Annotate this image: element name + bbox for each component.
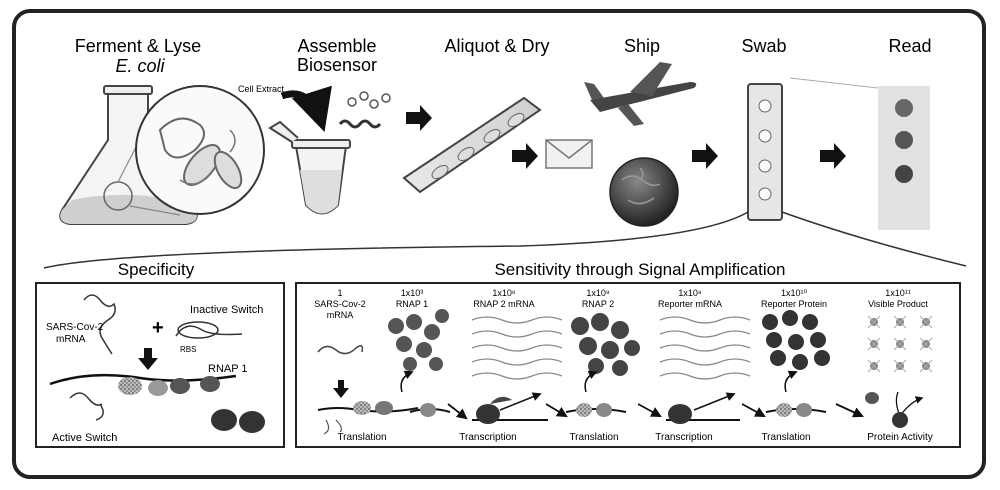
arrow-right-icon	[406, 105, 432, 131]
swab-strip	[747, 77, 879, 221]
step-subtitle: E. coli	[115, 56, 165, 76]
step-title: Aliquot & Dry	[444, 36, 549, 56]
globe-icon	[609, 157, 679, 227]
species-label: Visible Product	[868, 299, 928, 309]
inactive-switch-label: Inactive Switch	[190, 304, 263, 316]
step-title: Ferment & Lyse	[75, 36, 201, 56]
amplification-headers: 1 SARS-Cov-2 mRNA 1x10³ RNAP 1 1x10⁶ RNA…	[314, 288, 928, 320]
species-label: SARS-Cov-2	[314, 299, 366, 309]
arrow-down-icon	[138, 348, 158, 370]
step-title: Assemble	[297, 36, 376, 56]
step-subtitle: Biosensor	[297, 55, 377, 75]
read-result-strip	[878, 86, 930, 230]
flow-arrows	[406, 105, 846, 169]
count-label: 1x10³	[401, 288, 424, 298]
envelope-icon	[545, 139, 593, 169]
panel-title: Sensitivity through Signal Amplification	[494, 260, 785, 279]
arrow-right-icon	[692, 143, 718, 169]
mrna-label: SARS-Cov-2	[46, 322, 104, 333]
rbs-label: RBS	[180, 345, 196, 354]
process-label: Transcription	[655, 432, 712, 443]
species-label: Reporter Protein	[761, 299, 827, 309]
biosensor-assembly	[268, 85, 391, 215]
step-title: Read	[888, 36, 931, 56]
species-label: RNAP 2 mRNA	[473, 299, 534, 309]
transfer-arrows	[447, 403, 864, 420]
panel-title: Specificity	[118, 260, 195, 279]
arrow-right-icon	[820, 143, 846, 169]
step-title: Ship	[624, 36, 660, 56]
mrna-label: mRNA	[56, 334, 86, 345]
process-label: Translation	[337, 432, 386, 443]
count-label: 1x10⁹	[586, 288, 610, 298]
species-label: mRNA	[327, 310, 354, 320]
species-label: RNAP 2	[582, 299, 614, 309]
aliquot-strip	[402, 96, 542, 194]
count-label: 1x10¹⁰	[781, 288, 808, 298]
rnap-label: RNAP 1	[208, 363, 248, 375]
process-label: Translation	[761, 432, 810, 443]
active-switch-label: Active Switch	[52, 432, 117, 444]
process-label: Transcription	[459, 432, 516, 443]
outer-frame	[12, 9, 986, 479]
count-label: 1x10¹¹	[885, 288, 911, 298]
arrow-down-icon	[333, 380, 349, 398]
zoom-lines	[43, 211, 967, 269]
cell-extract-magnifier: Cell Extract	[117, 84, 285, 216]
cell-extract-label: Cell Extract	[238, 84, 285, 94]
species-label: RNAP 1	[396, 299, 428, 309]
specificity-content: SARS-Cov-2 mRNA + Inactive Switch RBS RN…	[46, 294, 265, 444]
airplane-icon	[584, 62, 697, 126]
amplification-illustrations	[317, 309, 933, 435]
process-labels: Translation Transcription Translation Tr…	[337, 432, 932, 443]
count-label: 1	[337, 288, 342, 298]
process-label: Protein Activity	[867, 432, 933, 443]
process-label: Translation	[569, 432, 618, 443]
plus-sign: +	[152, 317, 164, 339]
species-label: Reporter mRNA	[658, 299, 722, 309]
count-label: 1x10⁸	[678, 288, 702, 298]
count-label: 1x10⁶	[492, 288, 516, 298]
step-title: Swab	[741, 36, 786, 56]
arrow-right-icon	[512, 143, 538, 169]
